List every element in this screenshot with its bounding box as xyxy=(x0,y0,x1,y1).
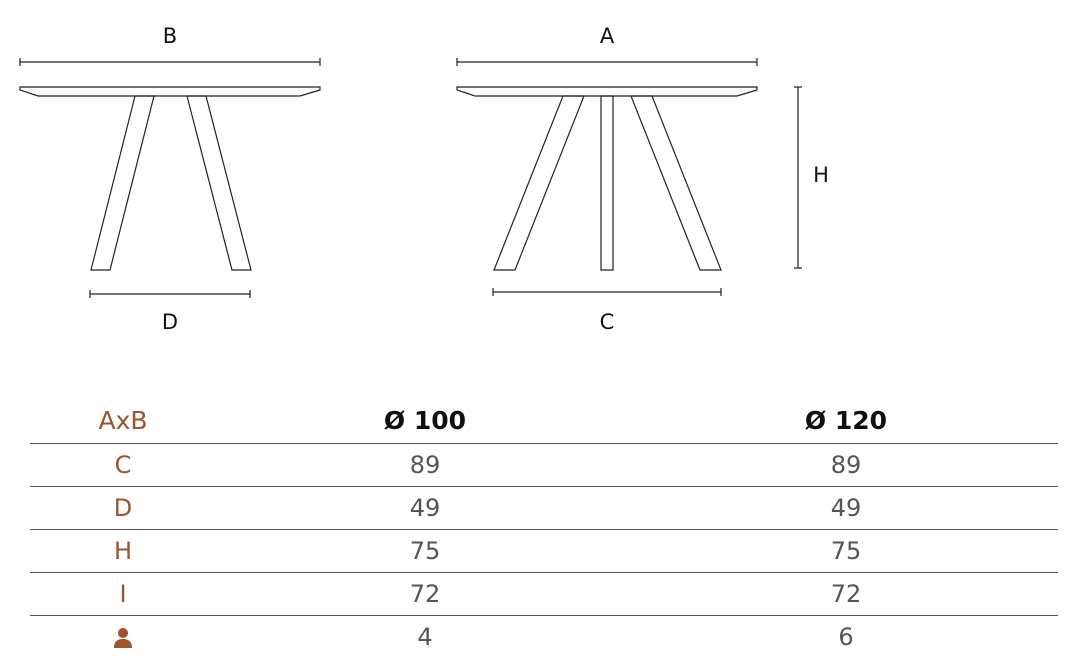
header-col-100: Ø 100 xyxy=(216,398,634,444)
tabletop-front xyxy=(456,86,758,97)
label-b: B xyxy=(163,24,177,48)
dimensions-table: AxB Ø 100 Ø 120 C 89 89 D 49 49 H 75 75 … xyxy=(30,398,1058,658)
table-row: H 75 75 xyxy=(30,529,1058,573)
row-label: H xyxy=(30,529,216,573)
label-c: C xyxy=(600,310,615,334)
tabletop-side xyxy=(19,86,321,97)
cell-value: 6 xyxy=(838,623,854,651)
header-row-label: AxB xyxy=(30,398,216,444)
leg-front-right xyxy=(630,95,722,271)
table-row: C 89 89 xyxy=(30,443,1058,487)
cell-value: 72 xyxy=(216,572,634,616)
leg-left xyxy=(90,95,155,271)
table-row: 4 6 xyxy=(30,616,1058,659)
row-label: I xyxy=(30,572,216,616)
cell-value: 49 xyxy=(634,486,1058,530)
table-row: D 49 49 xyxy=(30,486,1058,530)
label-h: H xyxy=(813,163,829,187)
cell-value: 49 xyxy=(216,486,634,530)
cell-value: 72 xyxy=(634,572,1058,616)
front-view xyxy=(456,58,802,296)
cell-value: 75 xyxy=(634,529,1058,573)
cell-value: 89 xyxy=(216,443,634,487)
table-row: I 72 72 xyxy=(30,572,1058,616)
table-technical-drawing: B D A C H xyxy=(19,24,829,334)
leg-front-center xyxy=(600,95,614,271)
row-label-seats xyxy=(30,616,216,659)
cell-value: 89 xyxy=(634,443,1058,487)
person-icon xyxy=(114,628,132,648)
label-d: D xyxy=(162,310,178,334)
header-col-120: Ø 120 xyxy=(634,398,1058,444)
table-header-row: AxB Ø 100 Ø 120 xyxy=(30,398,1058,444)
cell-value: 4 xyxy=(417,623,433,651)
row-label: D xyxy=(30,486,216,530)
cell-value: 75 xyxy=(216,529,634,573)
side-view xyxy=(19,58,321,298)
leg-front-left xyxy=(493,95,585,271)
row-label: C xyxy=(30,443,216,487)
leg-right xyxy=(186,95,252,271)
label-a: A xyxy=(600,24,615,48)
